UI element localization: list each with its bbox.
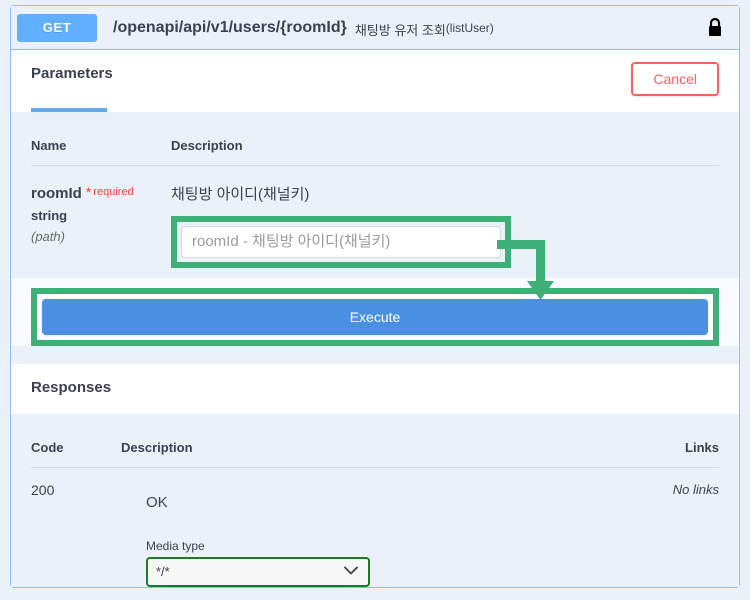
media-type-select[interactable]: */* <box>146 556 370 587</box>
room-id-input-highlight <box>171 215 511 268</box>
parameters-title: Parameters <box>31 65 113 82</box>
parameters-col-description: Description <box>171 112 719 166</box>
parameter-required-star: * <box>85 184 92 200</box>
execute-bottom-spacer <box>11 345 739 364</box>
media-type-block: Media type */* <box>146 539 629 587</box>
responses-section-header: Responses <box>11 363 739 414</box>
responses-table-area: Code Description Links 200 OK Media type <box>11 413 739 587</box>
parameters-header-row: Name Description <box>31 112 719 166</box>
parameters-table-area: Name Description roomId*required string … <box>11 112 739 278</box>
room-id-input[interactable] <box>181 225 501 258</box>
operation-id-text: (listUser) <box>445 20 494 35</box>
parameter-location: (path) <box>31 228 65 244</box>
parameters-table: Name Description roomId*required string … <box>31 112 719 278</box>
responses-col-description: Description <box>121 413 629 468</box>
parameter-description-cell: 채팅방 아이디(채널키) <box>171 166 719 278</box>
responses-title: Responses <box>31 378 112 396</box>
responses-table: Code Description Links 200 OK Media type <box>31 413 719 587</box>
operation-path: /openapi/api/v1/users/{roomId} <box>113 18 347 36</box>
parameters-tab-underline <box>31 108 107 112</box>
operation-summary-text: 채팅방 유저 조회 <box>354 22 446 38</box>
http-method-badge: GET <box>17 13 97 42</box>
table-row: 200 OK Media type */* <box>31 467 719 587</box>
response-code: 200 <box>31 481 55 498</box>
responses-header-row: Code Description Links <box>31 413 719 468</box>
parameter-required-label: required <box>93 186 134 198</box>
execute-button-highlight: Execute <box>31 287 719 346</box>
parameters-section-header: Parameters Cancel <box>11 50 739 112</box>
responses-col-code: Code <box>31 413 121 468</box>
operation-summary-header[interactable]: GET /openapi/api/v1/users/{roomId} 채팅방 유… <box>11 6 739 49</box>
operation-block: GET /openapi/api/v1/users/{roomId} 채팅방 유… <box>10 5 740 588</box>
table-row: roomId*required string (path) 채팅방 아이디(채널… <box>31 166 719 278</box>
cancel-button[interactable]: Cancel <box>631 62 719 96</box>
parameters-col-name: Name <box>31 112 171 166</box>
media-type-label: Media type <box>146 538 205 553</box>
media-type-select-wrap: */* <box>146 556 370 587</box>
response-description: OK <box>146 493 168 511</box>
responses-col-links: Links <box>629 413 719 468</box>
response-links: No links <box>672 481 719 497</box>
parameter-name-cell: roomId*required string (path) <box>31 166 171 278</box>
operation-body: Parameters Cancel Name Description roomI… <box>11 49 739 587</box>
parameter-type: string <box>31 207 68 223</box>
parameter-name: roomId <box>31 185 82 202</box>
parameter-description: 채팅방 아이디(채널키) <box>171 186 310 203</box>
lock-closed-icon[interactable] <box>705 16 725 40</box>
response-description-cell: OK Media type */* <box>121 467 629 587</box>
execute-button[interactable]: Execute <box>42 298 708 335</box>
